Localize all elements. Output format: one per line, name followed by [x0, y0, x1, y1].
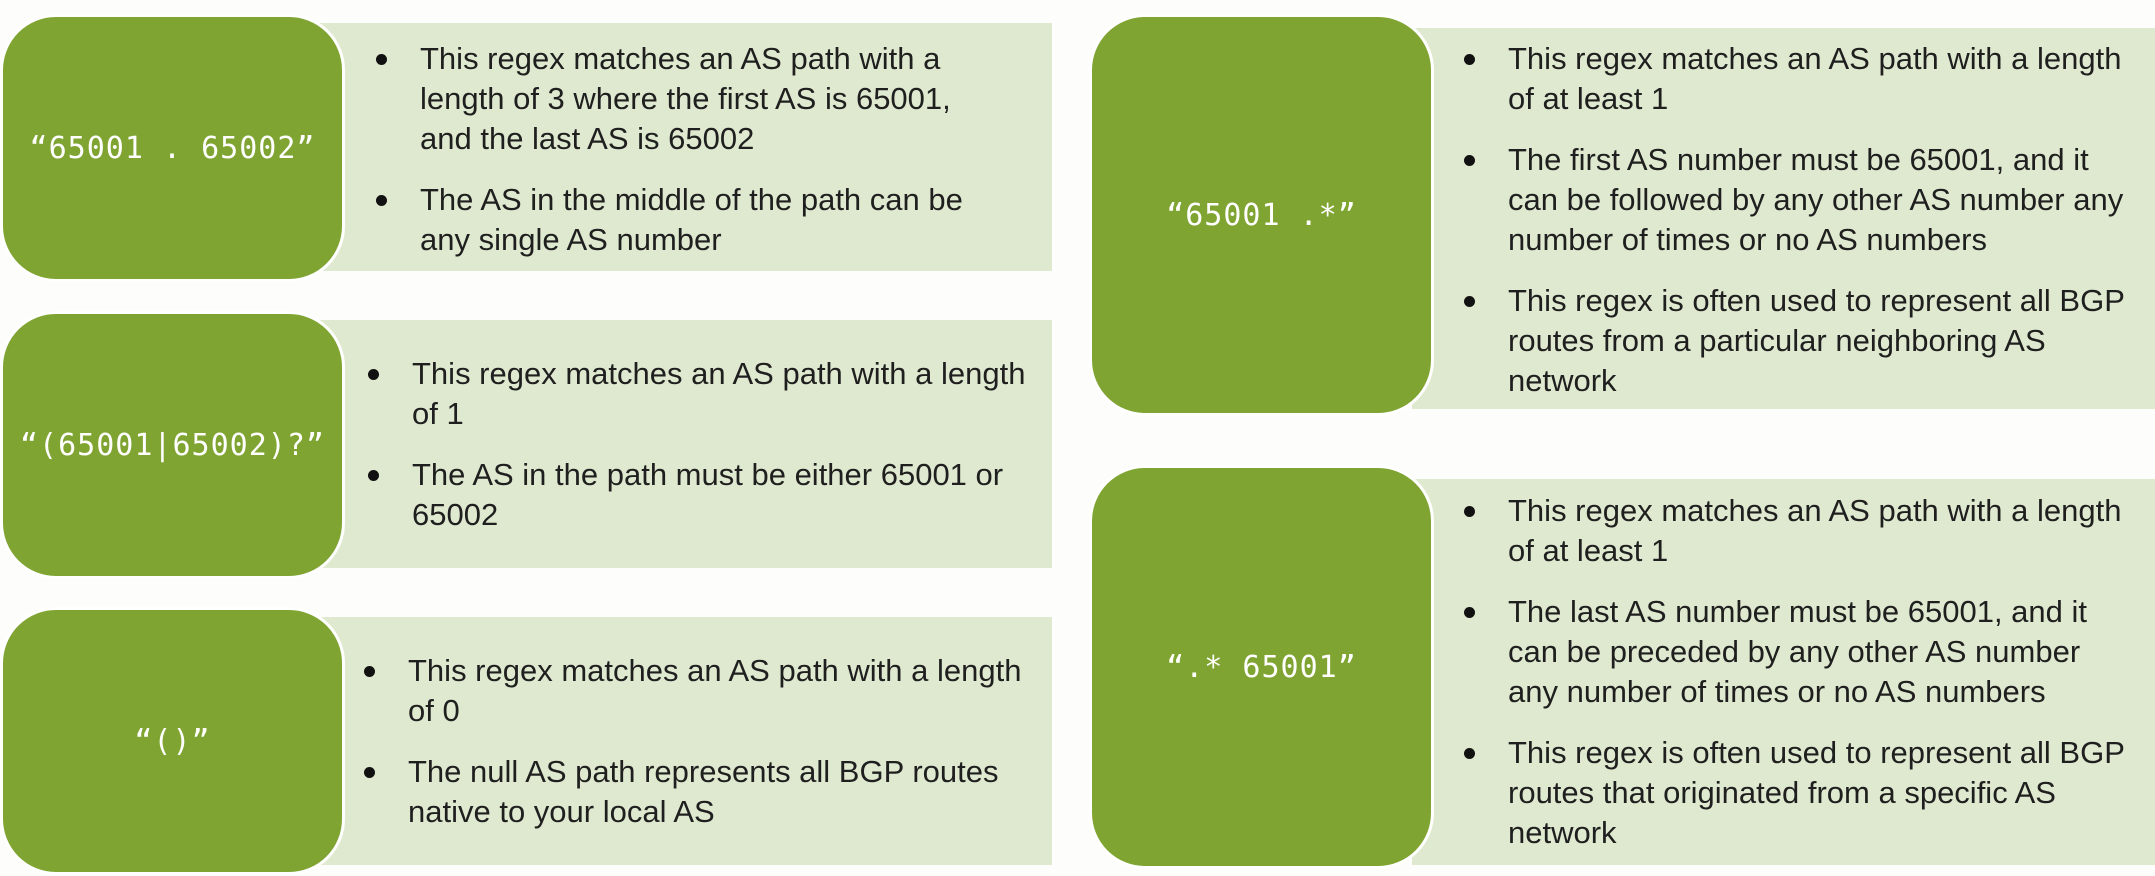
description-panel [300, 320, 1052, 568]
regex-label: “.* 65001” [1166, 649, 1357, 685]
regex-tile: “.* 65001” [1089, 465, 1434, 869]
description-list: This regex matches an AS path with a len… [1458, 491, 2138, 853]
description-panel [300, 23, 1052, 271]
description-list: This regex matches an AS path with a len… [358, 651, 1038, 832]
description-list: This regex matches an AS path with a len… [370, 39, 1010, 260]
description-item: This regex matches an AS path with a len… [370, 39, 1010, 159]
description-item: The AS in the path must be either 65001 … [362, 455, 1042, 535]
regex-label: “65001 . 65002” [29, 130, 316, 166]
regex-label: “(65001|65002)?” [20, 427, 325, 463]
regex-tile: “()” [0, 607, 345, 875]
description-item: The first AS number must be 65001, and i… [1458, 140, 2138, 260]
description-list: This regex matches an AS path with a len… [1458, 39, 2138, 401]
description-item: This regex is often used to represent al… [1458, 281, 2138, 401]
description-item: This regex matches an AS path with a len… [1458, 39, 2138, 119]
description-list: This regex matches an AS path with a len… [362, 354, 1042, 535]
description-item: This regex matches an AS path with a len… [358, 651, 1038, 731]
description-panel [1412, 28, 2155, 409]
regex-label: “()” [134, 723, 211, 759]
regex-tile: “65001 .*” [1089, 14, 1434, 416]
regex-tile: “(65001|65002)?” [0, 311, 345, 579]
description-item: The null AS path represents all BGP rout… [358, 752, 1038, 832]
description-item: This regex matches an AS path with a len… [1458, 491, 2138, 571]
description-panel [300, 617, 1052, 865]
description-item: This regex matches an AS path with a len… [362, 354, 1042, 434]
description-item: The last AS number must be 65001, and it… [1458, 592, 2138, 712]
description-item: This regex is often used to represent al… [1458, 733, 2138, 853]
description-item: The AS in the middle of the path can be … [370, 180, 1010, 260]
regex-tile: “65001 . 65002” [0, 14, 345, 282]
description-panel [1412, 479, 2155, 865]
regex-label: “65001 .*” [1166, 197, 1357, 233]
